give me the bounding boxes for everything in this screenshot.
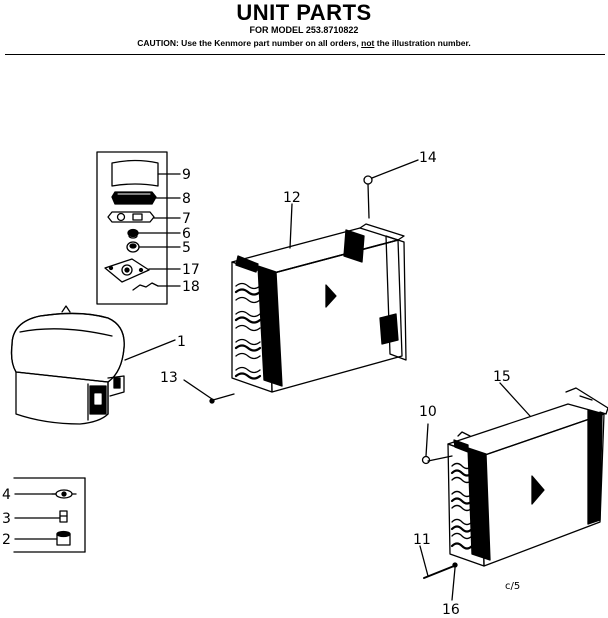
callout-14: 14 (419, 150, 437, 166)
leader-16 (451, 567, 456, 601)
small-parts-frame (96, 151, 168, 305)
callout-13: 13 (160, 370, 178, 386)
caution-note: CAUTION: Use the Kenmore part number on … (0, 38, 608, 48)
leader-15 (499, 382, 531, 417)
page-title: UNIT PARTS (236, 0, 372, 25)
callout-labels: 9 8 7 6 5 17 18 1 4 3 2 12 14 13 15 10 1… (2, 150, 520, 618)
caution-suffix: the illustration number. (376, 38, 471, 48)
page-code: c/5 (505, 581, 520, 592)
part-1-compressor (10, 305, 176, 425)
part-2-nut (56, 530, 71, 546)
part-10-screw (421, 423, 453, 465)
part-12-condenser (231, 203, 407, 393)
callout-1: 1 (177, 334, 186, 350)
small-parts-panel (96, 151, 181, 305)
model-line: FOR MODEL 253.8710822 (249, 25, 359, 35)
part-7-plate (107, 211, 155, 223)
callout-17: 17 (182, 262, 200, 278)
leader-10 (425, 423, 429, 457)
part-3-sleeve (59, 510, 68, 523)
leader-1 (124, 339, 176, 361)
callout-12: 12 (283, 190, 301, 206)
leader-13 (183, 379, 213, 400)
part-17-mounting-plate (104, 258, 150, 283)
callout-9: 9 (182, 167, 191, 183)
callout-16: 16 (442, 602, 460, 618)
callout-4: 4 (2, 487, 11, 503)
caution-emphasis: not (361, 38, 375, 48)
part-5-nut (126, 241, 140, 253)
part-18-clip (132, 282, 159, 291)
callout-2: 2 (2, 532, 11, 548)
part-6-grommet (127, 228, 139, 239)
callout-8: 8 (182, 191, 191, 207)
part-14-screw (363, 159, 419, 219)
leader-14 (371, 159, 419, 179)
header-divider (5, 54, 605, 55)
leader-11 (419, 545, 429, 577)
caution-prefix: CAUTION: Use the Kenmore part number on … (137, 38, 359, 48)
part-15-evaporator (447, 382, 608, 567)
part-13-screw (183, 379, 235, 404)
part-8-bracket (111, 191, 157, 205)
part-11-16-tube (419, 545, 458, 601)
callout-7: 7 (182, 211, 191, 227)
callout-5: 5 (182, 240, 191, 256)
evaporator-coils (450, 462, 474, 550)
small-parts-2-4 (13, 477, 86, 553)
callout-15: 15 (493, 369, 511, 385)
leader-12 (289, 203, 293, 249)
callout-6: 6 (182, 226, 191, 242)
callout-18: 18 (182, 279, 200, 295)
condenser-coils (234, 282, 262, 380)
callout-11: 11 (413, 532, 431, 548)
callout-10: 10 (419, 404, 437, 420)
callout-3: 3 (2, 511, 11, 527)
part-9-strap (111, 159, 159, 187)
